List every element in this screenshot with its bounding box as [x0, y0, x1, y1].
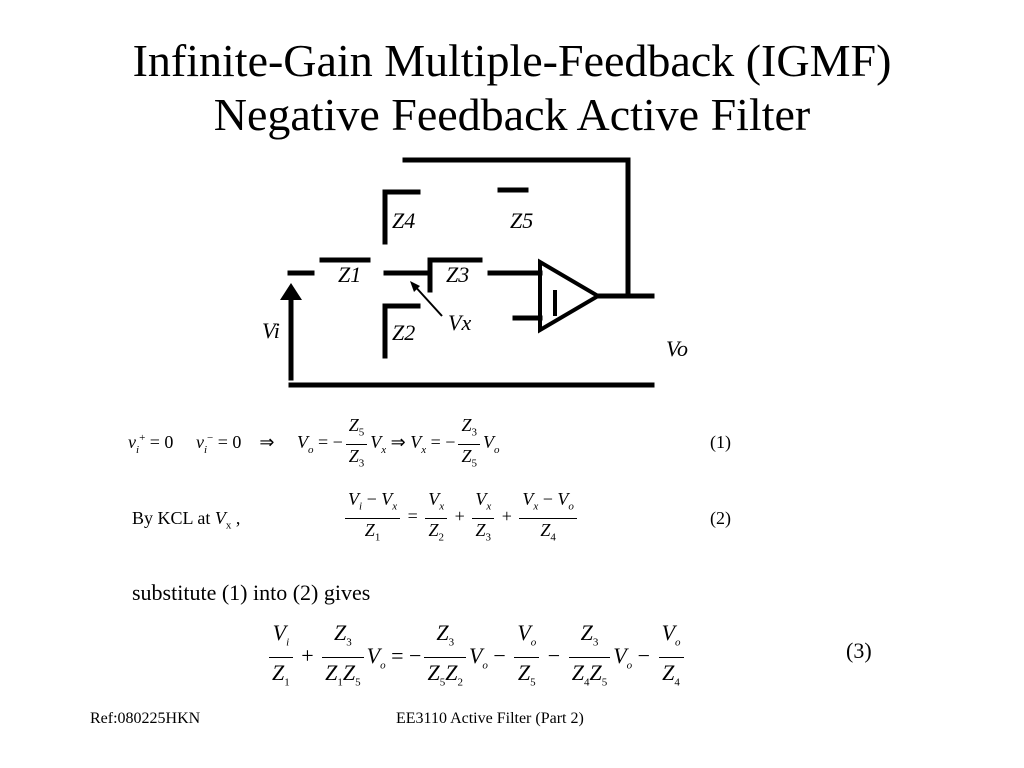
igmf-circuit-diagram: Z4 Z5 Z1 Z3 Z2 Vx Vi Vo	[262, 157, 688, 388]
footer-course: EE3110 Active Filter (Part 2)	[396, 710, 584, 727]
slide-title: Infinite-Gain Multiple-Feedback (IGMF) N…	[0, 34, 1024, 142]
z5-label: Z5	[510, 208, 533, 233]
equation-3-number: (3)	[846, 638, 872, 663]
equation-2-number: (2)	[710, 508, 731, 528]
z2-label: Z2	[392, 320, 415, 345]
equation-2-prefix: By KCL at Vx ,	[132, 508, 241, 532]
equation-1-number: (1)	[710, 432, 731, 452]
footer-ref: Ref:080225HKN	[90, 710, 201, 727]
z1-label: Z1	[338, 262, 361, 287]
title-line-1: Infinite-Gain Multiple-Feedback (IGMF)	[132, 35, 892, 86]
substitute-text: substitute (1) into (2) gives	[132, 580, 371, 605]
vx-label: Vx	[448, 310, 471, 335]
vo-label: Vo	[666, 336, 688, 361]
z4-label: Z4	[392, 208, 415, 233]
vi-label: Vi	[262, 318, 280, 343]
title-line-2: Negative Feedback Active Filter	[213, 89, 811, 140]
z3-label: Z3	[446, 262, 469, 287]
kcl-text: By KCL at	[132, 508, 211, 528]
